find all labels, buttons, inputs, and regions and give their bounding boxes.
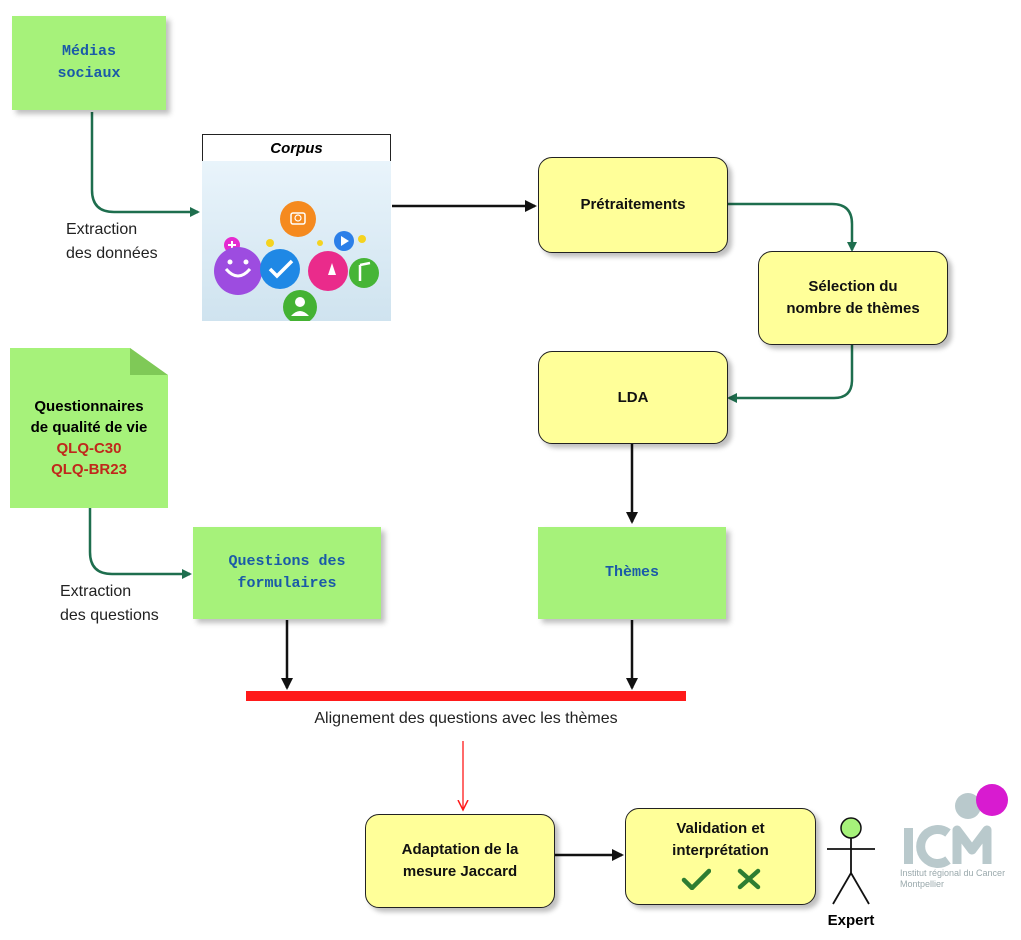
questions-line1: Questions des [228, 553, 346, 570]
selection-line2: nombre de thèmes [786, 300, 920, 317]
node-adaptation-jaccard: Adaptation de la mesure Jaccard [365, 814, 555, 908]
arrow-questionnaires-to-questions [88, 508, 192, 579]
social-media-bubbles-icon [214, 201, 379, 321]
validation-line1: Validation et [676, 819, 765, 837]
questionnaires-qlq-c30: QLQ-C30 [56, 440, 122, 457]
node-questionnaires: Questionnaires de qualité de vie QLQ-C30… [10, 348, 168, 508]
arrow-selection-to-lda [727, 344, 854, 403]
icm-tagline-line1: Institut régional du Cancer [900, 868, 1006, 878]
label-extraction-questions-line1: Extraction [60, 583, 132, 600]
adaptation-line2: mesure Jaccard [402, 863, 518, 880]
node-validation-interpretation: Validation et interprétation [625, 808, 816, 905]
corpus-title: Corpus [202, 134, 391, 161]
checkmark-icon [681, 868, 711, 890]
questionnaires-qlq-br23: QLQ-BR23 [51, 461, 127, 478]
label-extraction-donnees-line1: Extraction [66, 221, 138, 238]
node-selection-nombre-themes: Sélection du nombre de thèmes [758, 251, 948, 345]
node-medias-sociaux: Médias sociaux [12, 16, 166, 110]
node-lda: LDA [538, 351, 728, 444]
alignment-sync-bar [246, 691, 686, 701]
label-extraction-questions: Extraction des questions [60, 580, 159, 628]
cross-icon [737, 868, 760, 889]
themes-label: Thèmes [604, 564, 659, 581]
corpus-illustration [202, 161, 391, 321]
selection-line1: Sélection du [808, 278, 898, 295]
node-questions-formulaires: Questions des formulaires [193, 527, 381, 619]
label-extraction-questions-line2: des questions [60, 607, 159, 624]
questions-line2: formulaires [237, 575, 337, 592]
expert-actor-icon [827, 817, 875, 905]
icm-tagline-line2: Montpellier [900, 879, 945, 889]
icm-logo-tagline: Institut régional du Cancer Montpellier [900, 868, 1018, 890]
label-alignement: Alignement des questions avec les thèmes [314, 710, 618, 727]
medias-line1: Médias [61, 43, 116, 60]
validation-line2: interprétation [672, 841, 769, 859]
questionnaires-text: Questionnaires de qualité de vie QLQ-C30… [10, 396, 168, 480]
label-extraction-donnees: Extraction des données [66, 218, 158, 266]
arrow-pretraitements-to-selection [728, 202, 857, 252]
node-corpus: Corpus [202, 134, 391, 322]
icm-logo-icon [904, 784, 1008, 868]
label-extraction-donnees-line2: des données [66, 245, 158, 262]
medias-line2: sociaux [57, 65, 121, 82]
questionnaires-line1: Questionnaires [34, 398, 144, 415]
arrow-medias-to-corpus [90, 112, 200, 217]
questionnaires-line2: de qualité de vie [30, 419, 148, 436]
node-themes: Thèmes [538, 527, 726, 619]
node-pretraitements: Prétraitements [538, 157, 728, 253]
label-expert: Expert [827, 912, 875, 929]
adaptation-line1: Adaptation de la [401, 841, 519, 858]
